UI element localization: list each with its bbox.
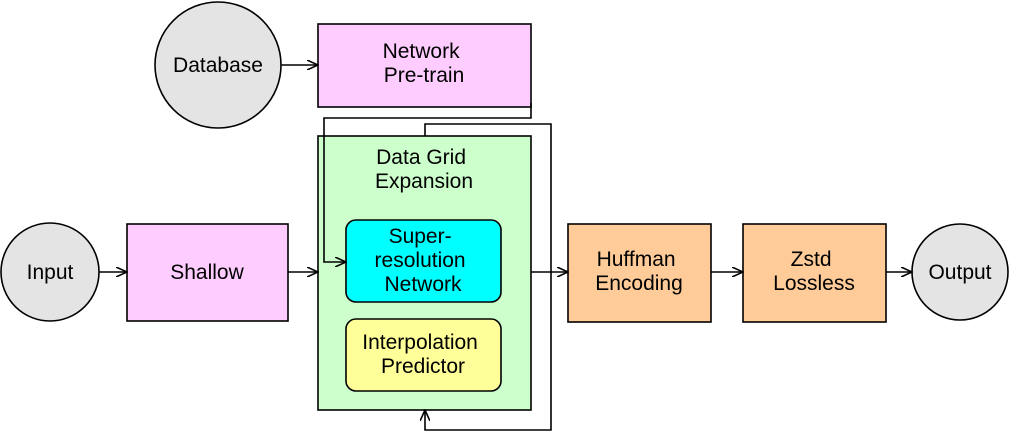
interpolation-predictor-label: Interpolation Predictor: [362, 331, 483, 378]
network-pretrain-node: [317, 23, 532, 108]
edge-feedback-top: [424, 123, 552, 272]
network-pretrain-label: Network Pre-train: [383, 40, 466, 87]
zstd-lossless-node: [742, 223, 887, 323]
edge-pretrain-to-super-resolution: [323, 103, 532, 262]
shallow-node: [126, 223, 289, 322]
edge-feedback-bottom: [425, 272, 552, 431]
zstd-lossless-label: Zstd Lossless: [773, 248, 855, 295]
super-resolution-network-label: Super- resolution Network: [375, 225, 472, 296]
interpolation-predictor-node: [345, 318, 502, 392]
shallow-label: Shallow: [170, 261, 244, 284]
output-label: Output: [928, 261, 991, 284]
data-grid-expansion-label: Data Grid Expansion: [375, 146, 473, 193]
database-label: Database: [173, 54, 263, 77]
huffman-encoding-node: [567, 223, 712, 323]
input-label: Input: [27, 261, 74, 284]
huffman-encoding-label: Huffman Encoding: [595, 248, 683, 295]
